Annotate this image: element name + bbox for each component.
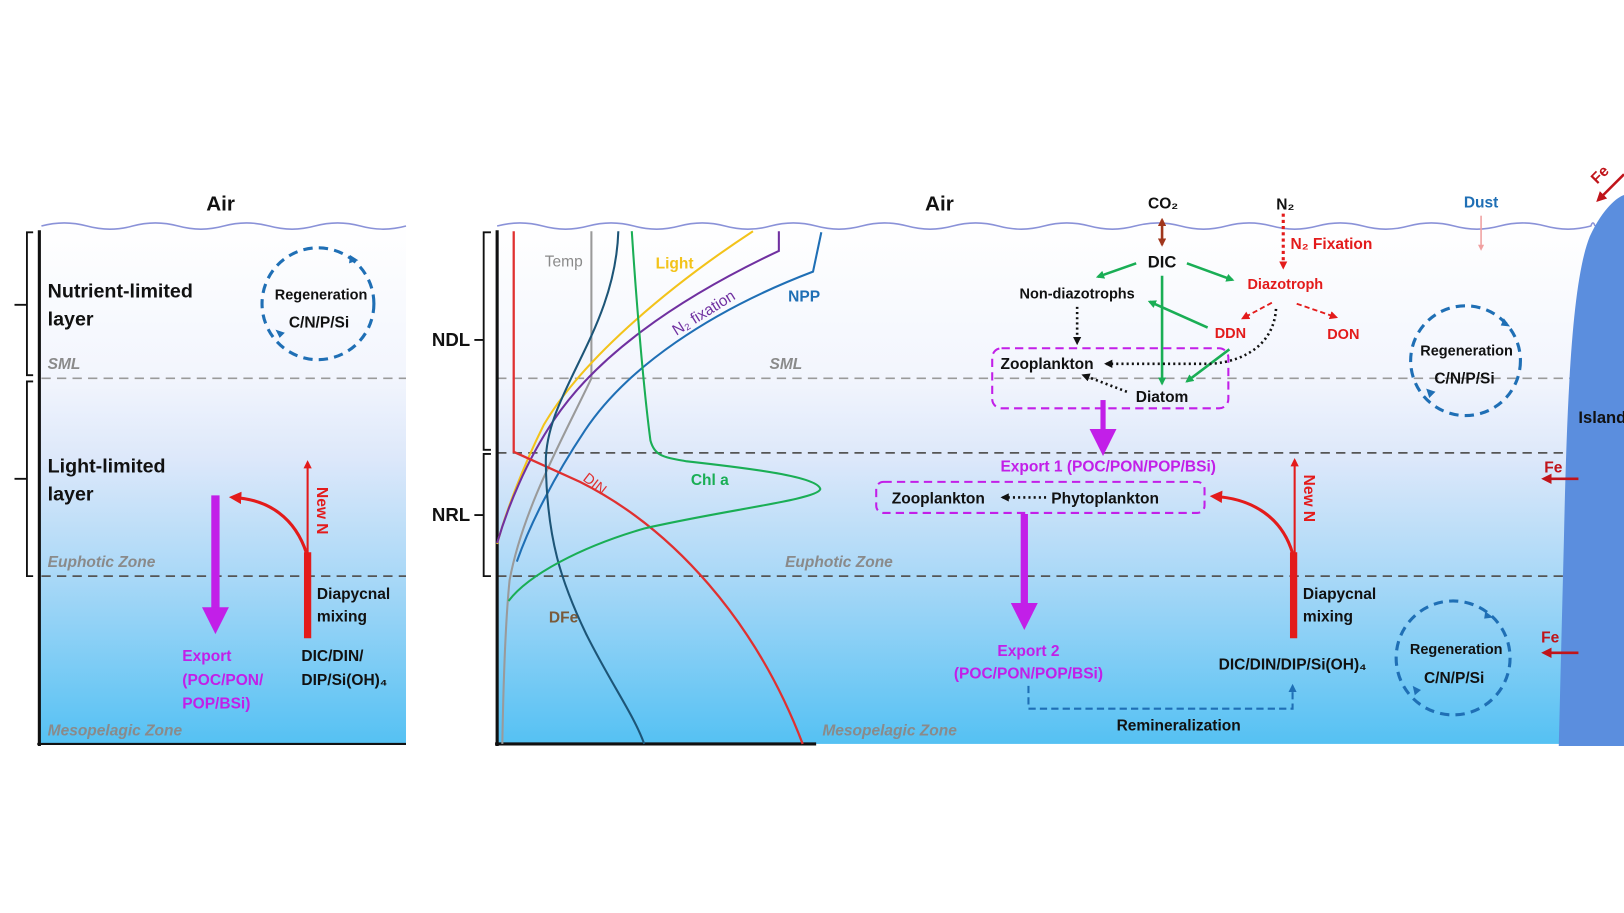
- regeneration-circle-icon: [260, 246, 376, 362]
- export-label: Export: [182, 648, 231, 665]
- regeneration-elements: C/N/P/Si: [1434, 370, 1494, 387]
- diapycnal-label: Diapycnal: [317, 586, 390, 603]
- regeneration-cycle: Regeneration C/N/P/Si: [260, 246, 376, 362]
- sea-surface: [496, 222, 1596, 230]
- export2-label-2: (POC/PON/POP/BSi): [954, 666, 1103, 683]
- light-limited-label-2: layer: [48, 484, 94, 506]
- remineralization-label: Remineralization: [1117, 717, 1241, 734]
- new-n-label: New N: [313, 487, 330, 534]
- light-label: Light: [656, 256, 694, 273]
- don-label: DON: [1327, 327, 1359, 343]
- nutrients-label: DIC/DIN/DIP/Si(OH)₄: [1219, 656, 1367, 673]
- fe-label: Fe: [1541, 629, 1559, 646]
- ddn-transfer-arrow-icon: [1147, 300, 1209, 329]
- nutrient-limited-label: Nutrient-limited: [48, 281, 193, 303]
- nutrients-label: DIC/DIN/: [301, 648, 364, 665]
- uptake-arrow-icon: [1095, 262, 1137, 279]
- sea-surface: [41, 222, 407, 230]
- air-label: Air: [925, 193, 954, 216]
- nutrient-limited-label-2: layer: [48, 308, 94, 330]
- right-panel: Island NDL NRL Temp Light N₂ fixation NP…: [432, 162, 1624, 746]
- uptake-arrow-icon: [1186, 262, 1235, 282]
- diapycnal-label-2: mixing: [1303, 609, 1353, 626]
- regeneration-label: Regeneration: [1420, 344, 1513, 360]
- ddn-transfer-arrow-icon: [1185, 348, 1231, 383]
- n2-fixation-curve: [496, 231, 780, 544]
- nrl-bracket: [474, 452, 491, 578]
- air-label: Air: [206, 193, 235, 216]
- regeneration-cycle-lower: Regeneration C/N/P/Si: [1394, 599, 1512, 717]
- uptake-curve-arrow-icon: [228, 491, 309, 554]
- npp-curve: [515, 232, 823, 562]
- ndl-label: NDL: [432, 329, 470, 350]
- chl-a-curve: [507, 231, 822, 602]
- water-column: [39, 226, 406, 744]
- export-label-2: (POC/PON/: [182, 672, 264, 689]
- light-limited-label: Light-limited: [48, 456, 166, 478]
- fe-label: Fe: [1588, 162, 1613, 187]
- left-panel: Air Nutrient-limited layer Light-limited…: [14, 193, 407, 746]
- zooplankton2-label: Zooplankton: [892, 491, 985, 508]
- island: [1558, 194, 1624, 746]
- sml-label: SML: [48, 356, 81, 373]
- dfe-curve: [544, 231, 646, 745]
- water-column: [497, 226, 1596, 744]
- export-label-3: POP/BSi): [182, 696, 250, 713]
- chl-a-label: Chl a: [691, 472, 729, 489]
- ndl-bracket: [474, 231, 491, 451]
- temp-curve: [501, 231, 593, 744]
- dust-label: Dust: [1464, 194, 1498, 211]
- island-label: Island: [1578, 408, 1624, 427]
- npp-label: NPP: [788, 289, 820, 306]
- euphotic-zone-label: Euphotic Zone: [48, 554, 156, 571]
- temp-label: Temp: [545, 253, 583, 270]
- dic-label: DIC: [1148, 252, 1177, 271]
- new-n-label: New N: [1300, 475, 1317, 522]
- grazing-arrow-icon: [1104, 308, 1278, 368]
- mesopelagic-zone-label: Mesopelagic Zone: [48, 723, 183, 740]
- regeneration-label: Regeneration: [1410, 642, 1503, 658]
- phytoplankton-label: Phytoplankton: [1051, 491, 1159, 508]
- diazotroph-label: Diazotroph: [1247, 277, 1323, 293]
- uptake-curve-arrow-icon: [1209, 490, 1295, 554]
- regeneration-elements: C/N/P/Si: [1424, 670, 1484, 687]
- ddn-label: DDN: [1215, 326, 1246, 342]
- regeneration-circle-icon: [1394, 599, 1512, 717]
- nutrient-limited-bracket: [14, 231, 34, 377]
- regeneration-circle-icon: [1409, 304, 1522, 418]
- light-limited-bracket: [14, 380, 34, 578]
- dfe-label: DFe: [549, 610, 579, 627]
- regeneration-label: Regeneration: [275, 288, 368, 304]
- euphotic-zone-label: Euphotic Zone: [785, 554, 893, 571]
- n2-fixation-label: N₂ Fixation: [1291, 236, 1373, 253]
- nutrients-label-2: DIP/Si(OH)₄: [301, 672, 387, 689]
- zooplankton-label: Zooplankton: [1001, 356, 1094, 373]
- regeneration-cycle-upper: Regeneration C/N/P/Si: [1409, 304, 1522, 418]
- ddn-release-arrow-icon: [1241, 301, 1273, 320]
- co2-label: CO₂: [1148, 195, 1178, 212]
- remineralization-arrow-icon: [1027, 683, 1297, 710]
- nrl-label: NRL: [432, 504, 470, 525]
- fe-label: Fe: [1544, 460, 1562, 477]
- diapycnal-label: Diapycnal: [1303, 586, 1376, 603]
- upper-foodweb-box: [991, 347, 1230, 410]
- fe-input-arrow-icon: [1596, 173, 1624, 203]
- export1-label: Export 1 (POC/PON/POP/BSi): [1000, 459, 1216, 476]
- diapycnal-label-2: mixing: [317, 609, 367, 626]
- export2-label: Export 2: [997, 643, 1059, 660]
- regeneration-elements: C/N/P/Si: [289, 315, 349, 332]
- n2-label: N₂: [1276, 196, 1294, 213]
- sml-label: SML: [770, 356, 803, 373]
- din-curve: [512, 231, 804, 745]
- diatom-label: Diatom: [1136, 389, 1189, 406]
- don-release-arrow-icon: [1296, 302, 1339, 320]
- non-diazotrophs-label: Non-diazotrophs: [1020, 287, 1135, 303]
- mesopelagic-zone-label: Mesopelagic Zone: [822, 723, 957, 740]
